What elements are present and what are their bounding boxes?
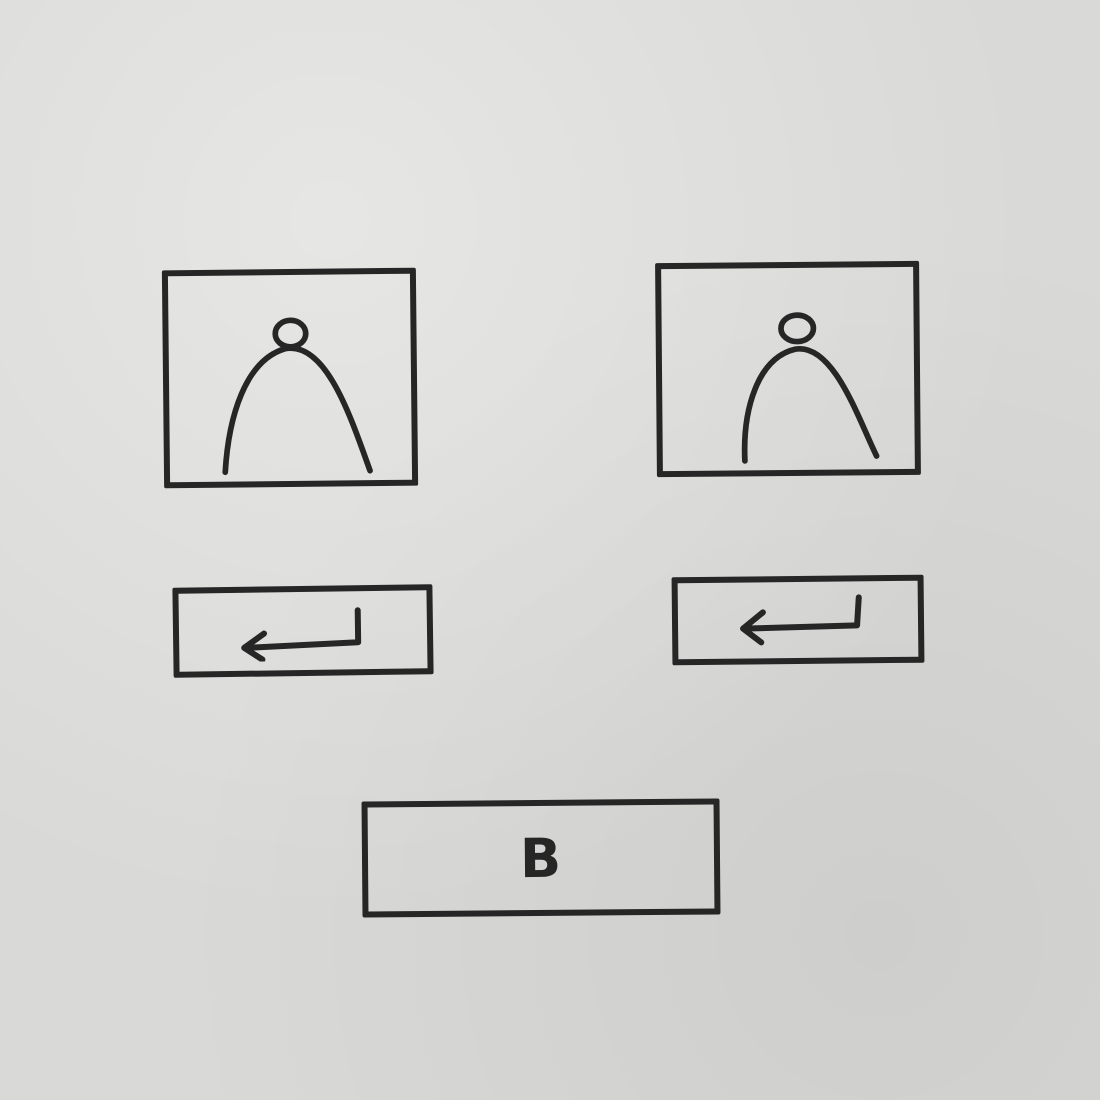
enter-button-right[interactable] (671, 574, 925, 666)
image-placeholder-right[interactable] (655, 260, 921, 478)
image-placeholder-left[interactable] (161, 267, 419, 489)
b-button-label: B (519, 826, 563, 890)
person-silhouette-icon (741, 312, 880, 464)
enter-return-icon (740, 594, 862, 646)
enter-return-icon (241, 607, 362, 663)
b-button[interactable]: B (361, 798, 721, 918)
enter-button-left[interactable] (172, 584, 434, 678)
person-silhouette-icon (222, 317, 373, 476)
